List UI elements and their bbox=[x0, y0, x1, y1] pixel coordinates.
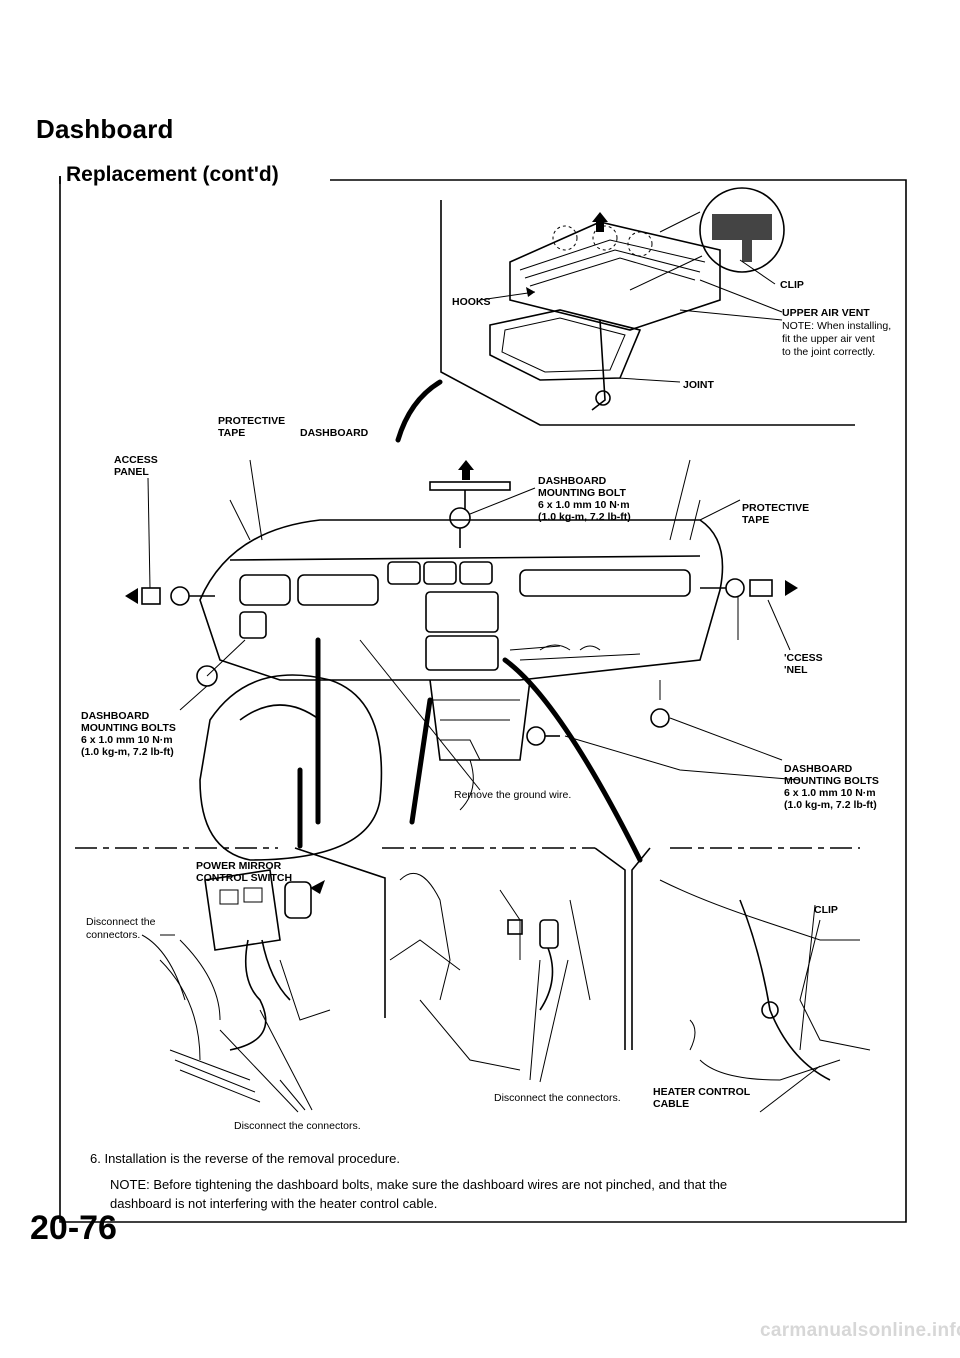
dashboard-label: DASHBOARD bbox=[300, 427, 369, 439]
bottom-right-frame bbox=[631, 847, 651, 1050]
mounting-bolt-top-label-3: 6 x 1.0 mm 10 N·m bbox=[538, 499, 630, 511]
power-mirror-switch-label-1: POWER MIRROR bbox=[196, 860, 282, 872]
mounting-bolts-right-label-3: 6 x 1.0 mm 10 N·m bbox=[784, 787, 876, 799]
right-access-panel-drawing bbox=[650, 499, 798, 761]
heater-cable-drawing bbox=[659, 879, 871, 1113]
mounting-bolts-right-label-2: MOUNTING BOLTS bbox=[784, 775, 879, 787]
page-number: 20-76 bbox=[30, 1209, 117, 1247]
protective-tape-right-label-1: PROTECTIVE bbox=[742, 502, 810, 514]
access-panel-left-label-2: PANEL bbox=[114, 466, 149, 478]
mounting-bolts-right-label-1: DASHBOARD bbox=[784, 763, 853, 775]
upper-air-vent-note-1: NOTE: When installing, bbox=[782, 320, 892, 332]
heater-cable-label-2: CABLE bbox=[653, 1098, 690, 1110]
clip-bottom-label: CLIP bbox=[814, 904, 838, 916]
heater-cable-label-1: HEATER CONTROL bbox=[653, 1086, 751, 1098]
disconnect-bottom-left-label: Disconnect the connectors. bbox=[234, 1120, 361, 1132]
hooks-label: HOOKS bbox=[452, 296, 491, 308]
upper-air-vent-note-2: fit the upper air vent bbox=[782, 333, 875, 345]
mounting-bolts-left-label-4: (1.0 kg-m, 7.2 lb-ft) bbox=[81, 746, 174, 758]
note-line-1: NOTE: Before tightening the dashboard bo… bbox=[110, 1177, 728, 1192]
page-title: Dashboard bbox=[36, 114, 174, 144]
section-frame bbox=[59, 176, 907, 1223]
upper-air-vent-note-3: to the joint correctly. bbox=[782, 346, 876, 358]
footer-watermark: carmanualsonline.info bbox=[760, 1320, 960, 1341]
mounting-bolts-left-label-2: MOUNTING BOLTS bbox=[81, 722, 176, 734]
access-panel-right-label-2: 'NEL bbox=[784, 664, 808, 676]
protective-tape-right-label-2: TAPE bbox=[742, 514, 770, 526]
protective-tape-left-label-2: TAPE bbox=[218, 427, 246, 439]
upper-air-vent-drawing bbox=[489, 212, 721, 411]
mounting-bolts-left-label-1: DASHBOARD bbox=[81, 710, 150, 722]
access-panel-left-label-1: ACCESS bbox=[114, 454, 158, 466]
middle-connectors-drawing bbox=[389, 872, 591, 1083]
note-line-2: dashboard is not interfering with the he… bbox=[110, 1196, 438, 1211]
clip-detail-circle bbox=[699, 187, 785, 273]
mounting-bolt-top-label-4: (1.0 kg-m, 7.2 lb-ft) bbox=[538, 511, 631, 523]
joint-label: JOINT bbox=[683, 379, 714, 391]
access-panel-right-label-1: 'CCESS bbox=[784, 652, 823, 664]
protective-tape-left-label-1: PROTECTIVE bbox=[218, 415, 286, 427]
bottom-middle-frame bbox=[594, 847, 626, 1050]
power-mirror-switch-drawing bbox=[141, 869, 331, 1113]
mounting-bolt-top-label-1: DASHBOARD bbox=[538, 475, 607, 487]
mounting-bolt-top-drawing bbox=[429, 460, 536, 548]
ground-wire-label: Remove the ground wire. bbox=[454, 789, 572, 801]
bottom-left-frame bbox=[294, 847, 386, 1018]
mounting-bolt-top-label-2: MOUNTING BOLT bbox=[538, 487, 626, 499]
mounting-bolts-left-label-3: 6 x 1.0 mm 10 N·m bbox=[81, 734, 173, 746]
disconnect-middle-label: Disconnect the connectors. bbox=[494, 1092, 621, 1104]
disconnect-left-label-1: Disconnect the bbox=[86, 916, 156, 928]
mounting-bolts-right-label-4: (1.0 kg-m, 7.2 lb-ft) bbox=[784, 799, 877, 811]
power-mirror-switch-label-2: CONTROL SWITCH bbox=[196, 872, 293, 884]
upper-air-vent-label: UPPER AIR VENT bbox=[782, 307, 870, 319]
left-access-panel-drawing bbox=[125, 477, 246, 711]
disconnect-left-label-2: connectors. bbox=[86, 929, 141, 941]
clip-top-label: CLIP bbox=[780, 279, 804, 291]
section-subtitle: Replacement (cont'd) bbox=[66, 163, 279, 186]
inset-frame-top bbox=[440, 200, 855, 426]
step-6: 6. Installation is the reverse of the re… bbox=[90, 1151, 400, 1166]
